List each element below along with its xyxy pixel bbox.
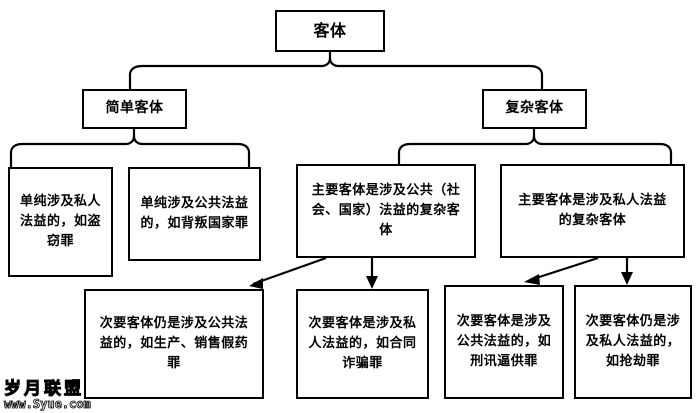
arrow-l3d-to-l4c [529,256,599,282]
arrow-l3c-to-l4a [252,256,327,286]
node-complex-object: 复杂客体 [482,89,587,129]
watermark-url: www.Syue.com [4,397,92,412]
arrowhead-l3d-to-l4d [621,272,633,285]
node-simple-object: 简单客体 [82,89,187,129]
node-complex-primary-public-label: 主要客体是涉及公共（社会、国家）法益的复杂客体 [311,182,461,239]
node-secondary-private-robbery-label: 次要客体仍是涉及私人法益的，如抢劫罪 [585,313,681,370]
node-complex-primary-public: 主要客体是涉及公共（社会、国家）法益的复杂客体 [296,164,476,258]
node-root-label: 客体 [313,20,347,40]
node-complex-primary-private: 主要客体是涉及私人法益的复杂客体 [500,164,685,258]
connector-complex-to-children [397,129,673,164]
arrowhead-l3c-to-l4b [366,276,378,289]
node-complex-object-label: 复杂客体 [505,100,564,117]
node-simple-private-interest: 单纯涉及私人法益的，如盗窃罪 [8,167,113,277]
connector-simple-to-children [9,129,251,167]
arrowhead-l3c-to-l4a [249,278,263,289]
node-simple-public-interest-label: 单纯涉及公共法益的，如背叛国家罪 [140,195,249,231]
node-secondary-public-torture: 次要客体是涉及公共法益的，如刑讯逼供罪 [444,285,564,399]
node-secondary-public-torture-label: 次要客体是涉及公共法益的，如刑讯逼供罪 [456,313,552,370]
node-secondary-public-fake-drugs: 次要客体仍是涉及公共法益的，如生产、销售假药罪 [84,289,264,399]
node-secondary-private-robbery: 次要客体仍是涉及私人法益的，如抢劫罪 [574,285,692,399]
node-secondary-public-fake-drugs-label: 次要客体仍是涉及公共法益的，如生产、销售假药罪 [99,315,249,372]
node-secondary-private-contract-fraud: 次要客体是涉及私人法益的，如合同诈骗罪 [296,289,429,399]
node-complex-primary-private-label: 主要客体是涉及私人法益的复杂客体 [518,192,667,228]
arrowhead-l3d-to-l4c [524,274,540,285]
node-root: 客体 [275,10,385,52]
node-simple-public-interest: 单纯涉及公共法益的，如背叛国家罪 [128,167,261,261]
connector-root-to-level2 [128,52,544,89]
node-simple-object-label: 简单客体 [105,100,164,117]
watermark-site-name: 岁月联盟 [4,378,84,399]
node-secondary-private-contract-fraud-label: 次要客体是涉及私人法益的，如合同诈骗罪 [308,315,417,372]
watermark: 岁月联盟 www.Syue.com [4,378,92,412]
node-simple-private-interest-label: 单纯涉及私人法益的，如盗窃罪 [19,193,101,250]
